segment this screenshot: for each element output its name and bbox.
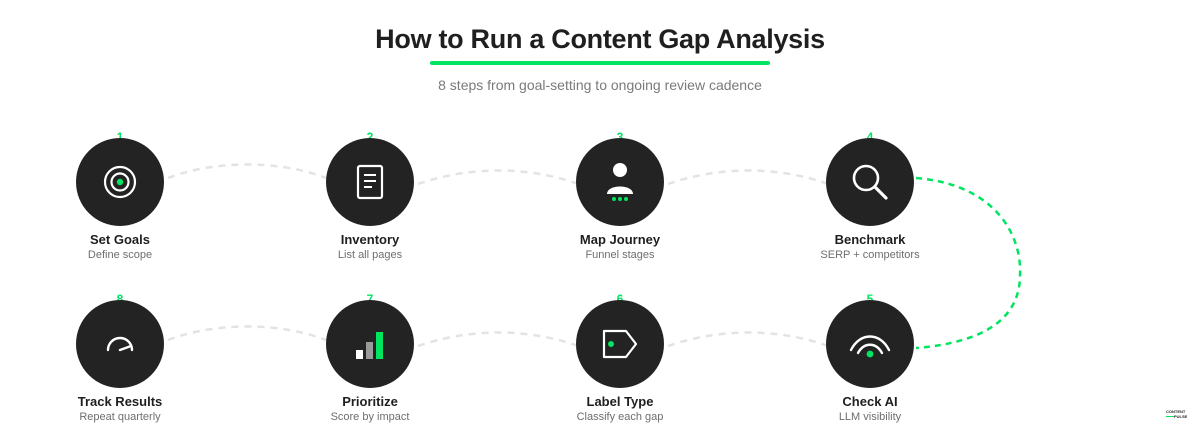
step-circle [76,138,164,226]
step-circle [576,138,664,226]
connector-8-7 [167,325,327,342]
step-3: 3 Map Journey Funnel stages [530,130,710,261]
step-circle [326,138,414,226]
connector-7-6 [417,331,579,348]
step-subtitle: Define scope [87,249,153,261]
step-4: 4 Benchmark SERP + competitors [780,130,960,261]
page-title: How to Run a Content Gap Analysis [375,24,825,54]
step-circle [326,300,414,388]
magnifier-icon [852,164,888,200]
step-7: 7 Prioritize Score by impact [280,292,460,423]
step-circle [826,300,914,388]
step-subtitle: List all pages [337,249,403,261]
step-number: 1 [116,130,124,144]
user-icon [607,163,633,201]
step-subtitle: Classify each gap [576,411,664,423]
gauge-icon [106,336,134,352]
brand-logo: CONTENT PULSE [1166,409,1188,419]
step-title: Map Journey [579,232,661,247]
step-6: 6 Label Type Classify each gap [530,292,710,423]
step-title: Prioritize [342,394,398,409]
connector-2-3 [417,169,579,186]
step-title: Track Results [77,394,163,409]
step-1: 1 Set Goals Define scope [30,130,210,261]
step-number: 2 [366,130,374,144]
step-title: Check AI [842,394,898,409]
step-number: 3 [616,130,624,144]
step-subtitle: Repeat quarterly [79,411,161,423]
connector-6-5 [667,331,829,348]
step-number: 4 [866,130,874,144]
bar-chart-icon [356,332,383,359]
document-icon [356,164,384,200]
step-5: 5 Check AI LLM visibility [780,292,960,423]
connector-4-5 [915,176,1022,350]
step-subtitle: SERP + competitors [820,249,920,261]
step-8: 8 Track Results Repeat quarterly [30,292,210,423]
step-subtitle: Funnel stages [585,249,655,261]
step-number: 6 [616,292,624,306]
step-circle [76,300,164,388]
step-subtitle: LLM visibility [838,411,902,423]
step-circle [576,300,664,388]
step-title: Benchmark [834,232,906,247]
logo-line-1: CONTENT [1166,409,1186,414]
step-title: Label Type [586,394,654,409]
logo-accent-line [1166,416,1174,418]
connector-3-4 [667,169,829,186]
step-subtitle: Score by impact [330,411,410,423]
target-icon [103,165,137,199]
step-number: 7 [366,292,374,306]
page-subtitle: 8 steps from goal-setting to ongoing rev… [438,77,762,93]
step-title: Set Goals [90,232,150,247]
connector-1-2 [167,163,327,180]
signal-icon [849,335,891,358]
step-number: 5 [866,292,874,306]
step-2: 2 Inventory List all pages [280,130,460,261]
tag-icon [602,329,638,359]
logo-line-2: PULSE [1174,414,1188,419]
step-circle [826,138,914,226]
title-underline [430,61,770,65]
step-number: 8 [116,292,124,306]
step-title: Inventory [340,232,400,247]
